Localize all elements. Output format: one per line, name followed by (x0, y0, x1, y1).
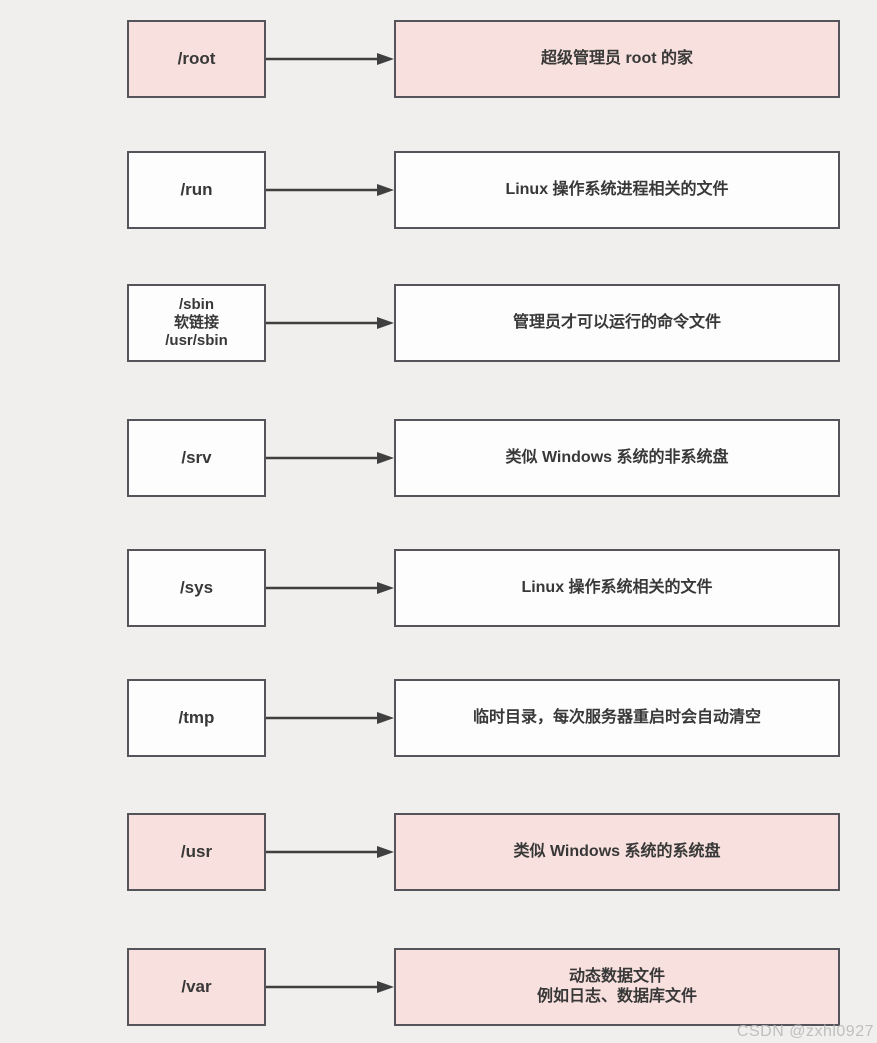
desc-box-sys: Linux 操作系统相关的文件 (394, 549, 840, 627)
dir-label: /tmp (178, 708, 215, 728)
desc-label-line: 例如日志、数据库文件 (536, 988, 697, 1005)
dir-box-sbin: /sbin 软链接 /usr/sbin (127, 284, 266, 362)
dir-label: /usr (180, 842, 213, 862)
csdn-watermark: CSDN @zxhl0927 (736, 1023, 874, 1040)
diagram-row-srv: /srv 类似 Windows 系统的非系统盘 (0, 419, 877, 497)
diagram-row-root: /root 超级管理员 root 的家 (0, 20, 877, 98)
dir-box-var: /var (127, 948, 266, 1026)
arrow-icon (266, 846, 394, 858)
dir-box-run: /run (127, 151, 266, 229)
dir-label-line: /usr/sbin (165, 332, 228, 349)
diagram-row-sys: /sys Linux 操作系统相关的文件 (0, 549, 877, 627)
desc-box-var: 动态数据文件 例如日志、数据库文件 (394, 948, 840, 1026)
desc-box-run: Linux 操作系统进程相关的文件 (394, 151, 840, 229)
desc-label: Linux 操作系统进程相关的文件 (505, 181, 729, 198)
desc-box-tmp: 临时目录，每次服务器重启时会自动清空 (394, 679, 840, 757)
dir-label: /var (181, 977, 212, 997)
arrow-icon (266, 53, 394, 65)
desc-label: 类似 Windows 系统的非系统盘 (505, 449, 729, 466)
dir-label: /srv (181, 448, 212, 468)
diagram-row-run: /run Linux 操作系统进程相关的文件 (0, 151, 877, 229)
dir-label: /root (177, 49, 216, 69)
arrow-icon (266, 582, 394, 594)
desc-label: 类似 Windows 系统的系统盘 (513, 843, 721, 860)
desc-box-usr: 类似 Windows 系统的系统盘 (394, 813, 840, 891)
dir-box-tmp: /tmp (127, 679, 266, 757)
diagram-row-tmp: /tmp 临时目录，每次服务器重启时会自动清空 (0, 679, 877, 757)
desc-label-line: 动态数据文件 (568, 968, 665, 985)
dir-label-line: 软链接 (173, 314, 219, 331)
dir-label-line: /sbin (178, 296, 214, 313)
arrow-icon (266, 981, 394, 993)
desc-box-root: 超级管理员 root 的家 (394, 20, 840, 98)
dir-label: /run (180, 180, 213, 200)
dir-label: /sys (179, 578, 214, 598)
desc-label: 临时目录，每次服务器重启时会自动清空 (472, 709, 761, 726)
diagram-row-usr: /usr 类似 Windows 系统的系统盘 (0, 813, 877, 891)
desc-box-srv: 类似 Windows 系统的非系统盘 (394, 419, 840, 497)
arrow-icon (266, 452, 394, 464)
diagram-row-sbin: /sbin 软链接 /usr/sbin 管理员才可以运行的命令文件 (0, 284, 877, 362)
arrow-icon (266, 712, 394, 724)
dir-box-root: /root (127, 20, 266, 98)
desc-label: 管理员才可以运行的命令文件 (512, 314, 721, 331)
desc-label: 超级管理员 root 的家 (541, 50, 693, 67)
desc-box-sbin: 管理员才可以运行的命令文件 (394, 284, 840, 362)
diagram-row-var: /var 动态数据文件 例如日志、数据库文件 (0, 948, 877, 1026)
arrow-icon (266, 317, 394, 329)
arrow-icon (266, 184, 394, 196)
desc-label: Linux 操作系统相关的文件 (521, 579, 713, 596)
dir-box-usr: /usr (127, 813, 266, 891)
dir-box-srv: /srv (127, 419, 266, 497)
dir-box-sys: /sys (127, 549, 266, 627)
